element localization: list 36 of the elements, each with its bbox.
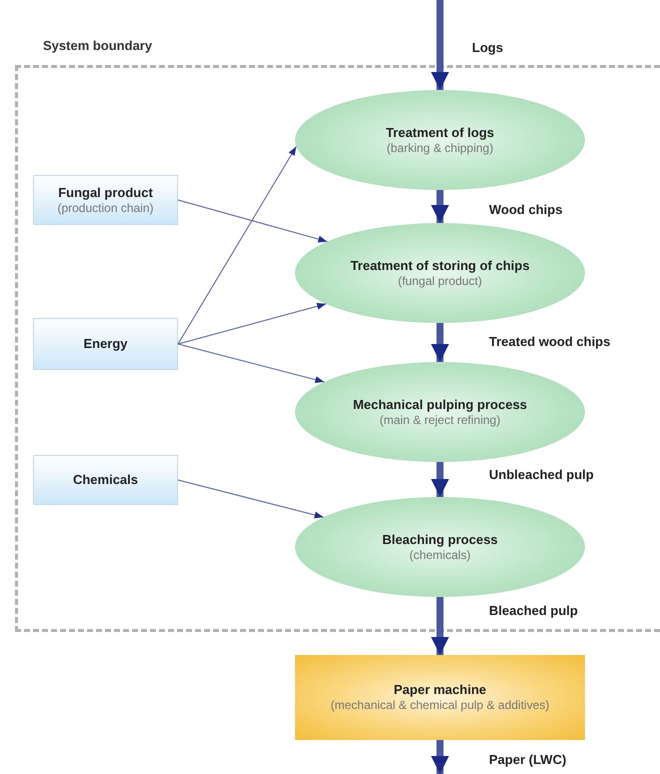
node-title: Energy	[83, 336, 128, 352]
node-title: Fungal product	[58, 184, 153, 200]
arrow	[178, 480, 324, 518]
edge-label: Wood chips	[487, 202, 564, 217]
node-title: Mechanical pulping process	[352, 396, 528, 412]
node-subtitle: (mechanical & chemical pulp & additives)	[330, 698, 550, 713]
node-title: Chemicals	[72, 472, 138, 488]
arrow	[178, 344, 325, 384]
node-subtitle: (production chain)	[57, 200, 154, 216]
edge-label: Logs	[470, 40, 506, 55]
node-subtitle: (barking & chipping)	[386, 140, 494, 156]
edge-label: Unbleached pulp	[487, 467, 596, 482]
edge-label: Treated wood chips	[487, 334, 612, 349]
flow-arrow	[431, 462, 449, 497]
input-box	[33, 318, 178, 370]
arrow	[178, 146, 297, 344]
input-box	[33, 455, 178, 505]
flow-arrow	[431, 190, 449, 223]
node-subtitle: (chemicals)	[409, 548, 471, 562]
input-box	[33, 175, 178, 225]
flow-arrow	[431, 0, 449, 90]
arrow	[178, 200, 328, 243]
boundary-label: System boundary	[43, 38, 152, 53]
node-title: Treatment of logs	[386, 124, 494, 140]
node-title: Bleaching process	[382, 532, 498, 548]
flow-arrow	[431, 740, 449, 774]
paper-machine-box	[295, 655, 585, 740]
node-subtitle: (main & reject refining)	[380, 412, 500, 428]
flow-arrow	[431, 597, 449, 655]
edge-label: Paper (LWC)	[487, 752, 568, 767]
node-title: Paper machine	[394, 682, 486, 698]
node-subtitle: (fungal product)	[398, 274, 482, 288]
node-title: Treatment of storing of chips	[350, 258, 530, 274]
edge-label: Bleached pulp	[487, 603, 580, 618]
flow-arrow	[431, 323, 449, 362]
arrow	[178, 302, 326, 344]
